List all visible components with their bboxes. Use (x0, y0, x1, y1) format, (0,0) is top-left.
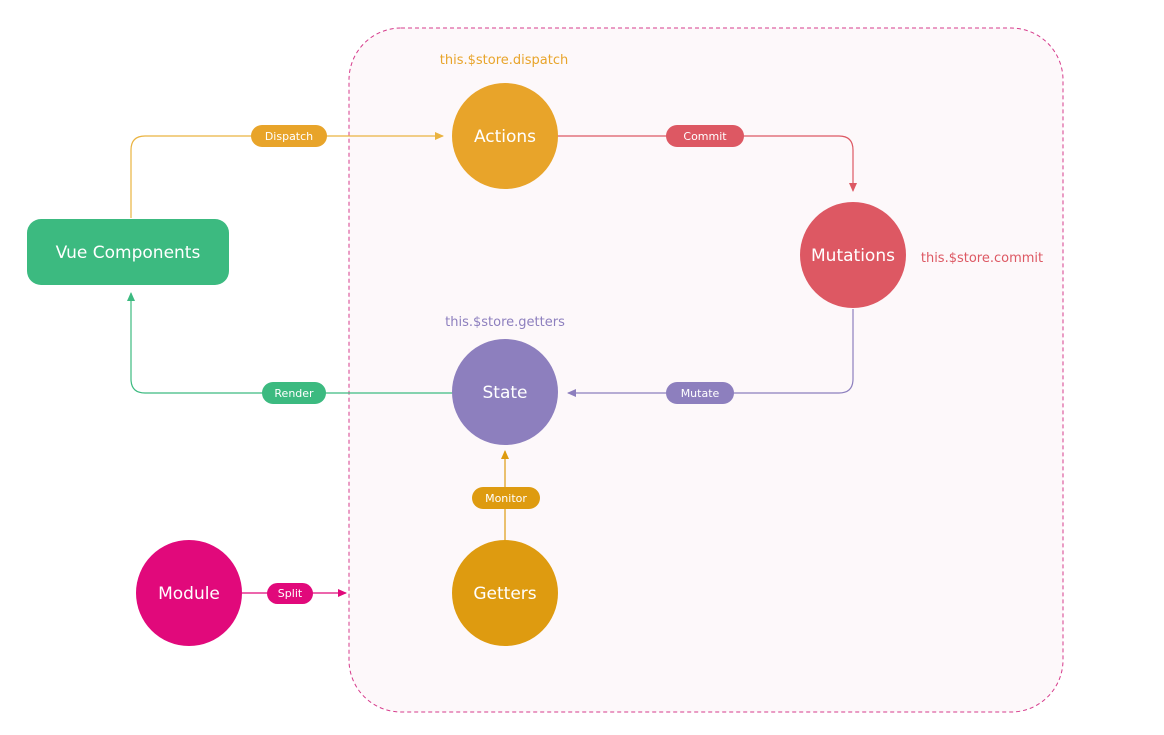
dispatch-api-label: this.$store.dispatch (440, 53, 568, 68)
dispatch-pill: Dispatch (251, 125, 327, 147)
store-container (348, 27, 1064, 713)
commit-pill: Commit (666, 125, 744, 147)
commit-api-label: this.$store.commit (921, 251, 1043, 266)
mutations-node: Mutations (800, 202, 906, 308)
mutate-pill: Mutate (666, 382, 734, 404)
render-pill-label: Render (274, 387, 314, 400)
state-label: State (483, 383, 528, 403)
dispatch-pill-label: Dispatch (265, 130, 313, 143)
actions-label: Actions (474, 127, 536, 147)
module-node: Module (136, 540, 242, 646)
commit-pill-label: Commit (683, 130, 727, 143)
state-node: State (452, 339, 558, 445)
getters-api-label: this.$store.getters (445, 315, 565, 330)
split-pill-label: Split (278, 587, 303, 600)
mutations-label: Mutations (811, 246, 895, 266)
mutate-pill-label: Mutate (681, 387, 720, 400)
vue-components-label: Vue Components (56, 243, 201, 263)
actions-node: Actions (452, 83, 558, 189)
getters-node: Getters (452, 540, 558, 646)
vue-components-node: Vue Components (27, 219, 229, 285)
monitor-pill: Monitor (472, 487, 540, 509)
module-label: Module (158, 584, 220, 604)
render-edge (127, 292, 453, 394)
getters-label: Getters (473, 584, 536, 604)
commit-edge (557, 135, 857, 192)
dispatch-edge (130, 132, 444, 218)
split-pill: Split (267, 583, 313, 604)
mutate-edge (567, 309, 854, 397)
monitor-pill-label: Monitor (485, 492, 527, 505)
render-pill: Render (262, 382, 326, 404)
